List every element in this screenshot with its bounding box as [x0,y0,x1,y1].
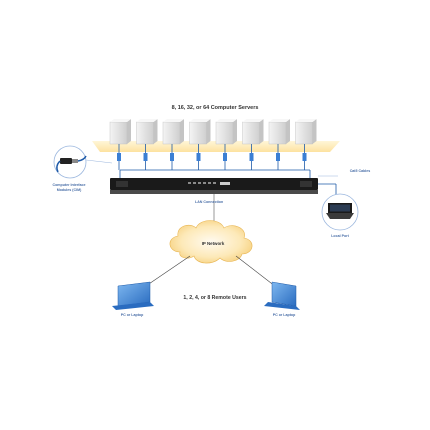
server-side [286,119,290,144]
cim-module [143,153,148,161]
local-port-callout [318,175,359,231]
server-unit [268,119,290,170]
server-tower [109,121,128,145]
server-top [136,119,158,122]
server-unit [242,119,264,170]
server-side [180,119,184,144]
switch-ports [188,182,230,185]
server-tower [189,121,207,145]
kvm-switch [110,178,318,194]
servers-caption: 8, 16, 32, or 64 Computer Servers [171,105,259,111]
server-top [295,119,317,122]
cim-callout [53,145,113,179]
server-side [206,119,211,144]
cim-module [223,153,227,161]
server-unit [295,119,317,170]
server-top [269,119,290,122]
server-side [233,119,237,144]
server-top [110,119,131,122]
lan-connection-label: LAN Connection [195,200,224,204]
server-tower [136,121,154,145]
server-top [242,119,264,122]
cim-label-line2: Modules (CIM) [56,188,82,192]
server-side [312,119,317,144]
server-tower [268,121,287,145]
server-group [109,119,317,170]
cim-module [170,153,174,161]
cim-module [249,153,254,161]
server-unit [162,119,184,170]
server-tower [215,121,234,145]
ip-network-label: IP Network [201,241,225,246]
server-tower [162,121,181,145]
pc-laptop-right-label: PC or Laptop [272,313,296,317]
cim-label-line1: Computer Interface [52,183,86,187]
server-side [259,119,264,144]
server-top [163,119,184,122]
server-top [216,119,237,122]
remote-users-caption: 1, 2, 4, or 8 Remote Users [183,295,247,301]
laptop-left [112,281,154,310]
server-side [153,119,158,144]
cim-module [196,153,201,161]
server-unit [109,119,131,170]
server-side [127,119,131,144]
server-unit [215,119,237,170]
laptop-right [264,281,300,310]
server-tower [295,121,313,145]
server-unit [136,119,158,170]
server-unit [189,119,211,170]
server-tower [242,121,260,145]
ip-network-cloud [169,220,253,264]
cim-module [302,153,307,161]
cim-module [117,153,121,161]
cim-module [276,153,280,161]
server-top [189,119,211,122]
local-port-label: Local Port [331,234,349,238]
cat5-cables-label: Cat5 Cables [349,169,371,173]
pc-laptop-left-label: PC or Laptop [120,313,144,317]
